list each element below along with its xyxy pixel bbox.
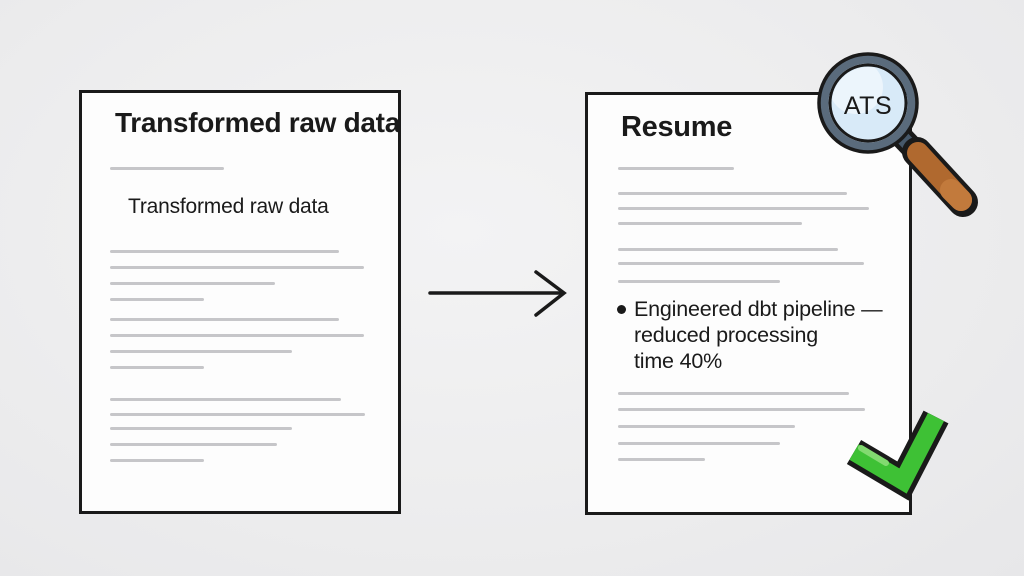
placeholder-text-line xyxy=(110,427,292,430)
placeholder-text-line xyxy=(618,262,864,265)
bullet-text-line-1: Engineered dbt pipeline — xyxy=(634,297,883,321)
placeholder-text-line xyxy=(110,266,364,269)
placeholder-text-line xyxy=(618,392,849,395)
placeholder-text-line xyxy=(618,192,847,195)
placeholder-text-line xyxy=(110,334,364,337)
resume-bullet-item: Engineered dbt pipeline — reduced proces… xyxy=(617,296,883,374)
placeholder-text-line xyxy=(110,318,339,321)
left-doc-title: Transformed raw data xyxy=(115,107,400,138)
placeholder-text-line xyxy=(110,413,365,416)
placeholder-text-line xyxy=(110,298,204,301)
resume-doc-title: Resume xyxy=(621,111,733,143)
placeholder-text-line xyxy=(618,207,869,210)
resume-bullet-text: Engineered dbt pipeline — reduced proces… xyxy=(634,296,883,374)
placeholder-text-line xyxy=(110,398,341,401)
bullet-dot-icon xyxy=(617,305,626,314)
bullet-text-line-3: time 40% xyxy=(634,349,723,373)
placeholder-text-line xyxy=(618,425,795,428)
placeholder-text-line xyxy=(110,167,224,170)
left-doc-subtitle: Transformed raw data xyxy=(128,195,329,218)
resume-document: Resume Engineered dbt pipeline — reduced… xyxy=(585,92,912,515)
placeholder-text-line xyxy=(618,408,865,411)
placeholder-text-line xyxy=(618,442,780,445)
placeholder-text-line xyxy=(110,250,339,253)
placeholder-text-line xyxy=(618,280,780,283)
left-doc-placeholder-lines xyxy=(110,93,398,511)
placeholder-text-line xyxy=(618,248,838,251)
placeholder-text-line xyxy=(618,167,734,170)
placeholder-text-line xyxy=(110,282,275,285)
flow-arrow-icon xyxy=(428,270,567,317)
bullet-text-line-2: reduced processing xyxy=(634,323,819,347)
placeholder-text-line xyxy=(110,459,204,462)
placeholder-text-line xyxy=(110,443,277,446)
placeholder-text-line xyxy=(110,366,204,369)
raw-data-document: Transformed raw data Transformed raw dat… xyxy=(79,90,401,514)
placeholder-text-line xyxy=(110,350,292,353)
resume-doc-placeholder-lines xyxy=(618,95,909,512)
placeholder-text-line xyxy=(618,458,705,461)
placeholder-text-line xyxy=(618,222,802,225)
